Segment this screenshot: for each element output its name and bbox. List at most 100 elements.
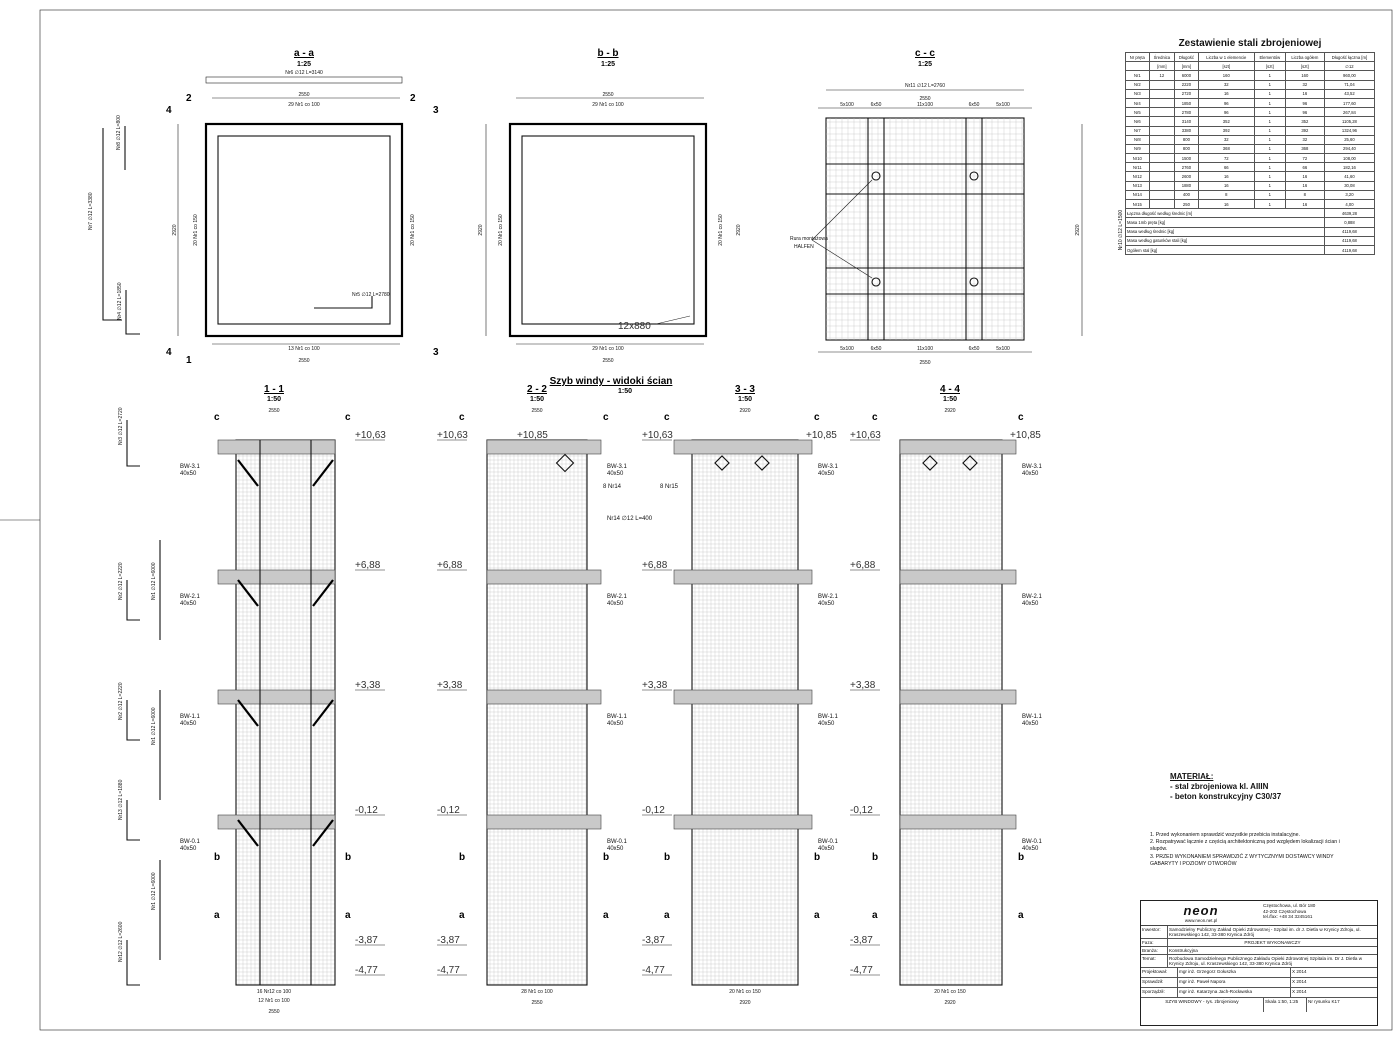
table-cell: 177,60 — [1323, 97, 1376, 109]
role-label: Sporządził: — [1141, 988, 1178, 997]
cut-marker-b: b — [1018, 852, 1024, 863]
note-item: 3. PRZED WYKONANIEM SPRAWDZIĆ Z WYTYCZNY… — [1150, 853, 1334, 867]
wall-outline — [691, 439, 799, 986]
beam-size: 40x50 — [818, 721, 835, 727]
sleeve-icon — [754, 455, 770, 471]
table-cell — [1148, 162, 1176, 173]
beam-size: 40x50 — [180, 846, 197, 852]
table-cell: 30,08 — [1323, 180, 1376, 191]
address-line: Częstochowa, ul. Bór 180 — [1263, 903, 1316, 908]
level-mark: +10,63 — [437, 430, 468, 441]
detail-nr1-label: Nr1 ∅12 L=6000 — [151, 562, 157, 600]
detail-nr2-label: Nr2 ∅12 L=2220 — [118, 562, 124, 600]
cut-marker-c: c — [664, 412, 670, 423]
table-cell: 294,40 — [1323, 143, 1376, 155]
view-scale: 1:50 — [738, 396, 752, 403]
detail-nr12-label: Nr12 ∅12 L=2600 — [118, 921, 124, 962]
cut-marker-b: b — [214, 852, 220, 863]
table-cell: 16 — [1197, 180, 1255, 191]
table-cell: Nr13 — [1125, 180, 1150, 191]
wall-view-v44: 4 - 41:502920+10,63+6,88+3,38-0,12-3,87-… — [850, 384, 1043, 1006]
title-block: neon www.neon.net.pl Częstochowa, ul. Bó… — [1140, 900, 1378, 1026]
beam-size: 40x50 — [607, 846, 624, 852]
section-cc-anchor-label-2: HALFEN — [794, 244, 814, 250]
beam-size: 40x50 — [180, 471, 197, 477]
beam-label: BW-0.1 — [1022, 839, 1043, 845]
level-mark: -0,12 — [642, 805, 665, 816]
table-cell: 1 — [1253, 134, 1286, 145]
table-unit-cell: [mm] — [1174, 61, 1199, 72]
bottom-bars-label: 16 Nr12 co 100 — [257, 989, 291, 995]
cut-marker-c: c — [603, 412, 609, 423]
section-cc-top-bars: Nr11 ∅12 L=2760 — [905, 83, 945, 89]
table-cell: 1850 — [1174, 97, 1199, 109]
view-width: 2920 — [739, 408, 750, 414]
table-cell: Nr8 — [1125, 134, 1150, 145]
table-cell: 108,00 — [1323, 153, 1376, 164]
beam-label: BW-3.1 — [180, 464, 201, 470]
title-block-logo-row: neon www.neon.net.pl Częstochowa, ul. Bó… — [1141, 901, 1377, 926]
floor-slab — [899, 569, 1017, 585]
table-cell: 1880 — [1174, 180, 1199, 191]
section-aa-nr5-shape — [314, 296, 373, 309]
signature-row: Sprawdził: mgr inż. Paweł Napora X 2014 — [1141, 978, 1377, 988]
table-cell: 32 — [1284, 134, 1325, 145]
detail-nr4-shape — [125, 290, 140, 335]
table-cell: 16 — [1284, 180, 1325, 191]
beam-label: BW-3.1 — [1022, 464, 1043, 470]
cut-marker-c: c — [345, 412, 351, 423]
dim-chain-label: 6x50 — [871, 346, 882, 352]
table-cell: 1324,96 — [1323, 125, 1376, 136]
view-scale: 1:50 — [267, 396, 281, 403]
table-cell: 8 — [1284, 189, 1325, 201]
cut-marker-a: a — [814, 910, 820, 921]
summary-label: Ogółem stal [kg] — [1125, 244, 1325, 256]
table-cell: 250 — [1174, 198, 1199, 210]
floor-slab — [217, 814, 336, 830]
drawing-info-row: SZYB WINDOWY - rys. zbrojeniowy Skala 1:… — [1141, 998, 1377, 1012]
table-cell: 1 — [1253, 189, 1286, 201]
table-cell: Nr1 — [1125, 70, 1150, 81]
nr14-detail: Nr14 ∅12 L=400 — [607, 515, 653, 522]
phase-value: PROJEKT WYKONAWCZY — [1244, 940, 1301, 945]
beam-label: BW-0.1 — [818, 839, 839, 845]
sleeve-icon — [922, 455, 938, 471]
dim-chain-label: 6x50 — [969, 346, 980, 352]
table-cell: 16 — [1197, 198, 1255, 210]
section-bb-scale: 1:25 — [601, 61, 615, 68]
level-mark: +3,38 — [355, 680, 381, 691]
section-bb-title: b - b — [597, 48, 618, 59]
floor-slab — [673, 439, 813, 455]
beam-label: BW-3.1 — [607, 464, 628, 470]
section-aa-title: a - a — [294, 48, 314, 59]
table-cell: 400 — [1174, 189, 1199, 201]
beam-label: BW-2.1 — [180, 594, 201, 600]
table-cell: 267,84 — [1323, 107, 1376, 118]
wall-view-v22: 2 - 21:502550+10,63+6,88+3,38-0,12-3,87-… — [437, 384, 653, 1006]
table-unit-cell: [szt] — [1253, 61, 1286, 72]
section-aa-dim-top-bars: 29 Nr1 co 100 — [288, 102, 320, 108]
table-header-cell: Długość łączna [m] — [1323, 51, 1376, 63]
view-width-bottom: 2550 — [268, 1009, 279, 1015]
cut-marker-b: b — [872, 852, 878, 863]
level-mark: -4,77 — [642, 965, 665, 976]
beam-label: BW-1.1 — [180, 714, 201, 720]
diagonal-bar — [237, 459, 259, 487]
section-aa: a - a 1:25 Nr6 ∅12 L=3140 2550 29 Nr1 co… — [88, 48, 439, 366]
table-cell: 43,52 — [1323, 88, 1376, 99]
anchor-sleeve-icon — [969, 171, 979, 181]
section-cc-side-bars: Nr10 ∅12 L=1500 — [1118, 210, 1124, 251]
level-mark: +3,38 — [850, 680, 876, 691]
view-width-bottom: 2920 — [739, 1000, 750, 1006]
cut-marker-c: c — [1018, 412, 1024, 423]
table-cell — [1148, 134, 1176, 145]
table-cell — [1148, 125, 1176, 136]
subject-label: Temat: — [1141, 955, 1168, 967]
table-cell: 16 — [1197, 171, 1255, 182]
detail-nr7: Nr7 ∅12 L=3380 — [88, 192, 94, 230]
